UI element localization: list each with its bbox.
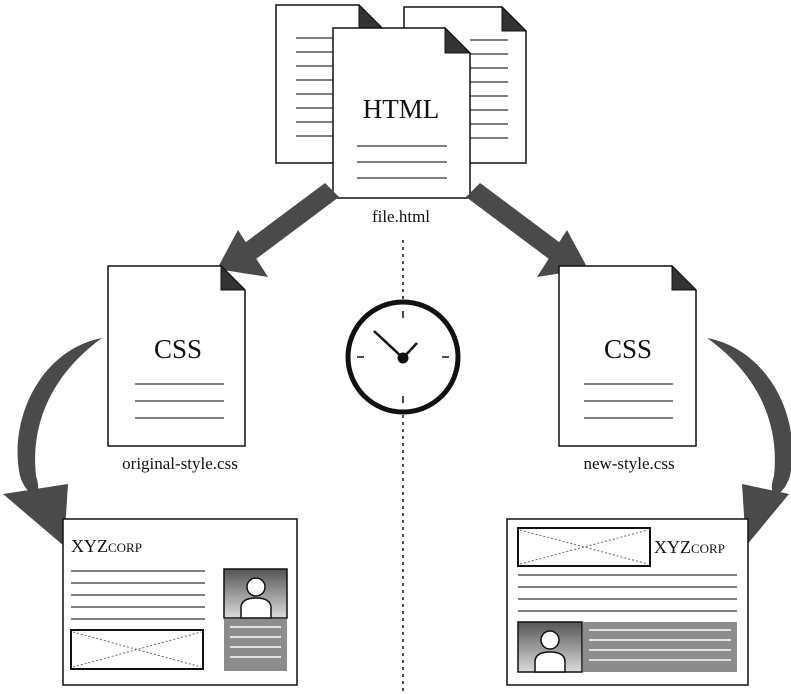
brand-main: XYZ: [654, 537, 691, 557]
sidebar-block: [224, 619, 287, 671]
image-placeholder: [70, 629, 204, 670]
css-original-document: CSS original-style.css: [107, 264, 247, 473]
css-new-filename: new-style.css: [583, 454, 674, 473]
brand-logo: XYZCORP: [71, 536, 142, 556]
css-new-title: CSS: [604, 334, 652, 364]
brand-suffix: CORP: [108, 540, 142, 555]
html-filename: file.html: [372, 207, 430, 226]
avatar-icon: [534, 630, 566, 673]
avatar: [517, 621, 583, 673]
arrow-to-original-css: [217, 183, 339, 277]
css-original-title: CSS: [154, 334, 202, 364]
image-placeholder: [517, 527, 651, 567]
html-title: HTML: [363, 94, 440, 124]
brand-logo: XYZCORP: [654, 537, 725, 557]
css-new-document: CSS new-style.css: [558, 264, 698, 473]
avatar-icon: [240, 577, 272, 619]
curved-arrow-icon: [3, 338, 102, 546]
html-document: HTML: [332, 26, 472, 199]
content-block: [583, 622, 737, 672]
css-original-filename: original-style.css: [122, 454, 238, 473]
clock-icon: [345, 299, 461, 415]
page-original-preview: XYZCORP: [62, 518, 298, 686]
arrow-to-new-css: [466, 183, 588, 277]
html-document-stack: HTML file.html: [275, 3, 528, 226]
brand-suffix: CORP: [691, 541, 725, 556]
page-new-preview: XYZCORP: [506, 518, 749, 686]
avatar: [223, 568, 288, 619]
brand-main: XYZ: [71, 536, 108, 556]
curved-arrow-icon: [707, 338, 791, 546]
